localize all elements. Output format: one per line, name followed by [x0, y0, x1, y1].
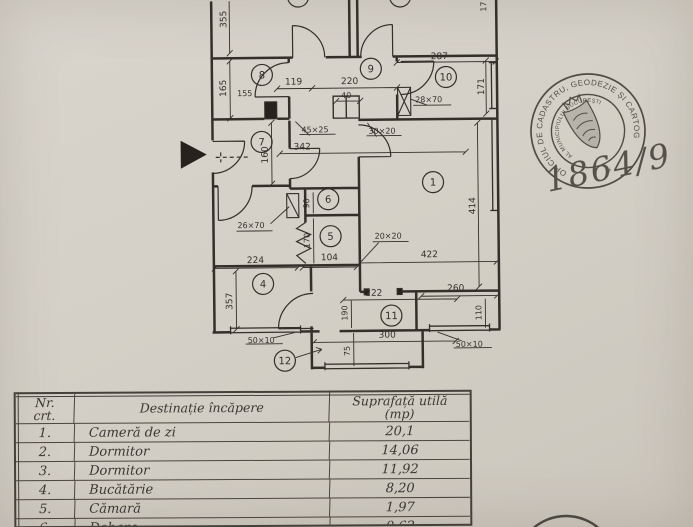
dim-28x70: 28×70 — [415, 95, 442, 104]
accordion-door — [295, 221, 313, 264]
dim-224: 224 — [247, 256, 265, 266]
row-destination: Cămară — [74, 498, 331, 519]
plan-windows — [229, 61, 499, 371]
dim-75: 75 — [343, 346, 352, 356]
room-number-9: 9 — [368, 64, 374, 75]
dim-222: 222 — [365, 289, 382, 299]
dim-30x20: 30×20 — [368, 127, 395, 136]
svg-text:OFICIUL DE CADASTRU, GEODEZIE: OFICIUL DE CADASTRU, GEODEZIE ȘI CARTOGR… — [1, 0, 650, 437]
room-number-1: 1 — [430, 178, 436, 189]
room-circles — [250, 57, 458, 372]
dim-300: 300 — [379, 331, 397, 341]
header-nr-line2: crt. — [33, 407, 56, 423]
dim-104: 104 — [321, 253, 339, 263]
dim-155: 155 — [237, 89, 252, 98]
row-destination: Dormitor — [74, 441, 331, 462]
row-area: 14,06 — [329, 440, 471, 461]
header-area-line2: (mp) — [384, 405, 415, 421]
row-area: 20,1 — [329, 421, 471, 442]
dim-220: 220 — [341, 77, 359, 87]
floor-plan: 1 4 5 6 7 8 9 10 11 12 287 119 220 40 45… — [180, 0, 501, 372]
dim-160: 160 — [261, 146, 271, 164]
dim-20x20: 20×20 — [375, 231, 402, 240]
room-number-5: 5 — [327, 232, 333, 243]
dim-165: 165 — [219, 80, 229, 97]
bottom-partial-stamp — [532, 514, 600, 527]
row-area: 1,97 — [329, 497, 471, 518]
stamp-star: ✳ — [605, 166, 614, 176]
row-nr: 2. — [15, 442, 76, 463]
room-number-10: 10 — [440, 72, 453, 83]
dim-110: 110 — [474, 305, 483, 320]
row-nr: 4. — [15, 480, 76, 501]
room-area-table: Nr. crt. Destinație încăpere Suprafață u… — [13, 389, 473, 527]
stamp-outer-text: OFICIUL DE CADASTRU, GEODEZIE ȘI CARTOGR… — [1, 0, 650, 437]
dimension-lines — [211, 1, 501, 366]
dim-190: 190 — [340, 305, 349, 320]
stamp-inner-ring — [550, 93, 626, 169]
dim-50x10-left: 50×10 — [248, 336, 275, 345]
table-header-nr: Nr. crt. — [15, 393, 76, 425]
stamp-outer-ring — [530, 73, 646, 189]
dim-26x70: 26×70 — [237, 221, 264, 230]
plan-doors — [212, 23, 435, 330]
dim-170: 170 — [303, 233, 312, 248]
room-number-7: 7 — [258, 137, 264, 148]
row-nr: 3. — [15, 461, 76, 482]
dim-357: 357 — [225, 293, 235, 310]
table-header-area: Suprafață utilă (mp) — [329, 391, 471, 423]
dim-90: 90 — [302, 198, 311, 208]
header-destination-label: Destinație încăpere — [139, 399, 264, 416]
table-header-destination: Destinație încăpere — [74, 392, 331, 424]
room-number-11: 11 — [385, 311, 398, 322]
header-area-line1: Suprafață utilă — [352, 392, 448, 408]
room-number-8: 8 — [259, 70, 265, 81]
row-nr: 5. — [15, 499, 76, 520]
dim-260: 260 — [447, 284, 465, 294]
row-nr: 6. — [16, 518, 76, 527]
row-area: 8,20 — [329, 478, 471, 499]
plan-walls — [209, 0, 501, 370]
cut-room-circles — [286, 0, 412, 8]
row-destination: Debara — [75, 517, 331, 527]
row-nr: 1. — [15, 423, 76, 444]
dim-171: 171 — [477, 78, 487, 95]
stamp-coat-of-arms-icon — [561, 93, 601, 149]
room-number-6: 6 — [325, 195, 331, 206]
dim-50x10-right: 50×10 — [456, 340, 483, 349]
entrance-arrow-icon — [180, 140, 207, 169]
dim-119: 119 — [285, 77, 303, 87]
room-number-12: 12 — [278, 356, 291, 367]
header-nr-line1: Nr. — [34, 394, 55, 410]
dim-17-partial: 17 — [479, 1, 488, 11]
row-destination: Dormitor — [74, 460, 331, 481]
dim-40: 40 — [341, 91, 351, 100]
room-number-4: 4 — [260, 279, 266, 290]
dim-422: 422 — [421, 250, 438, 260]
dim-45x25: 45×25 — [301, 125, 328, 134]
label-leaders — [236, 98, 492, 359]
row-destination: Cameră de zi — [74, 422, 331, 443]
plan-shafts — [264, 86, 412, 296]
row-area: 0,62 — [330, 516, 471, 527]
dim-355: 355 — [219, 11, 229, 28]
dim-287: 287 — [431, 52, 448, 62]
dim-342: 342 — [294, 142, 311, 152]
dim-414: 414 — [468, 197, 478, 215]
row-area: 11,92 — [329, 459, 471, 480]
row-destination: Bucătărie — [74, 479, 331, 500]
